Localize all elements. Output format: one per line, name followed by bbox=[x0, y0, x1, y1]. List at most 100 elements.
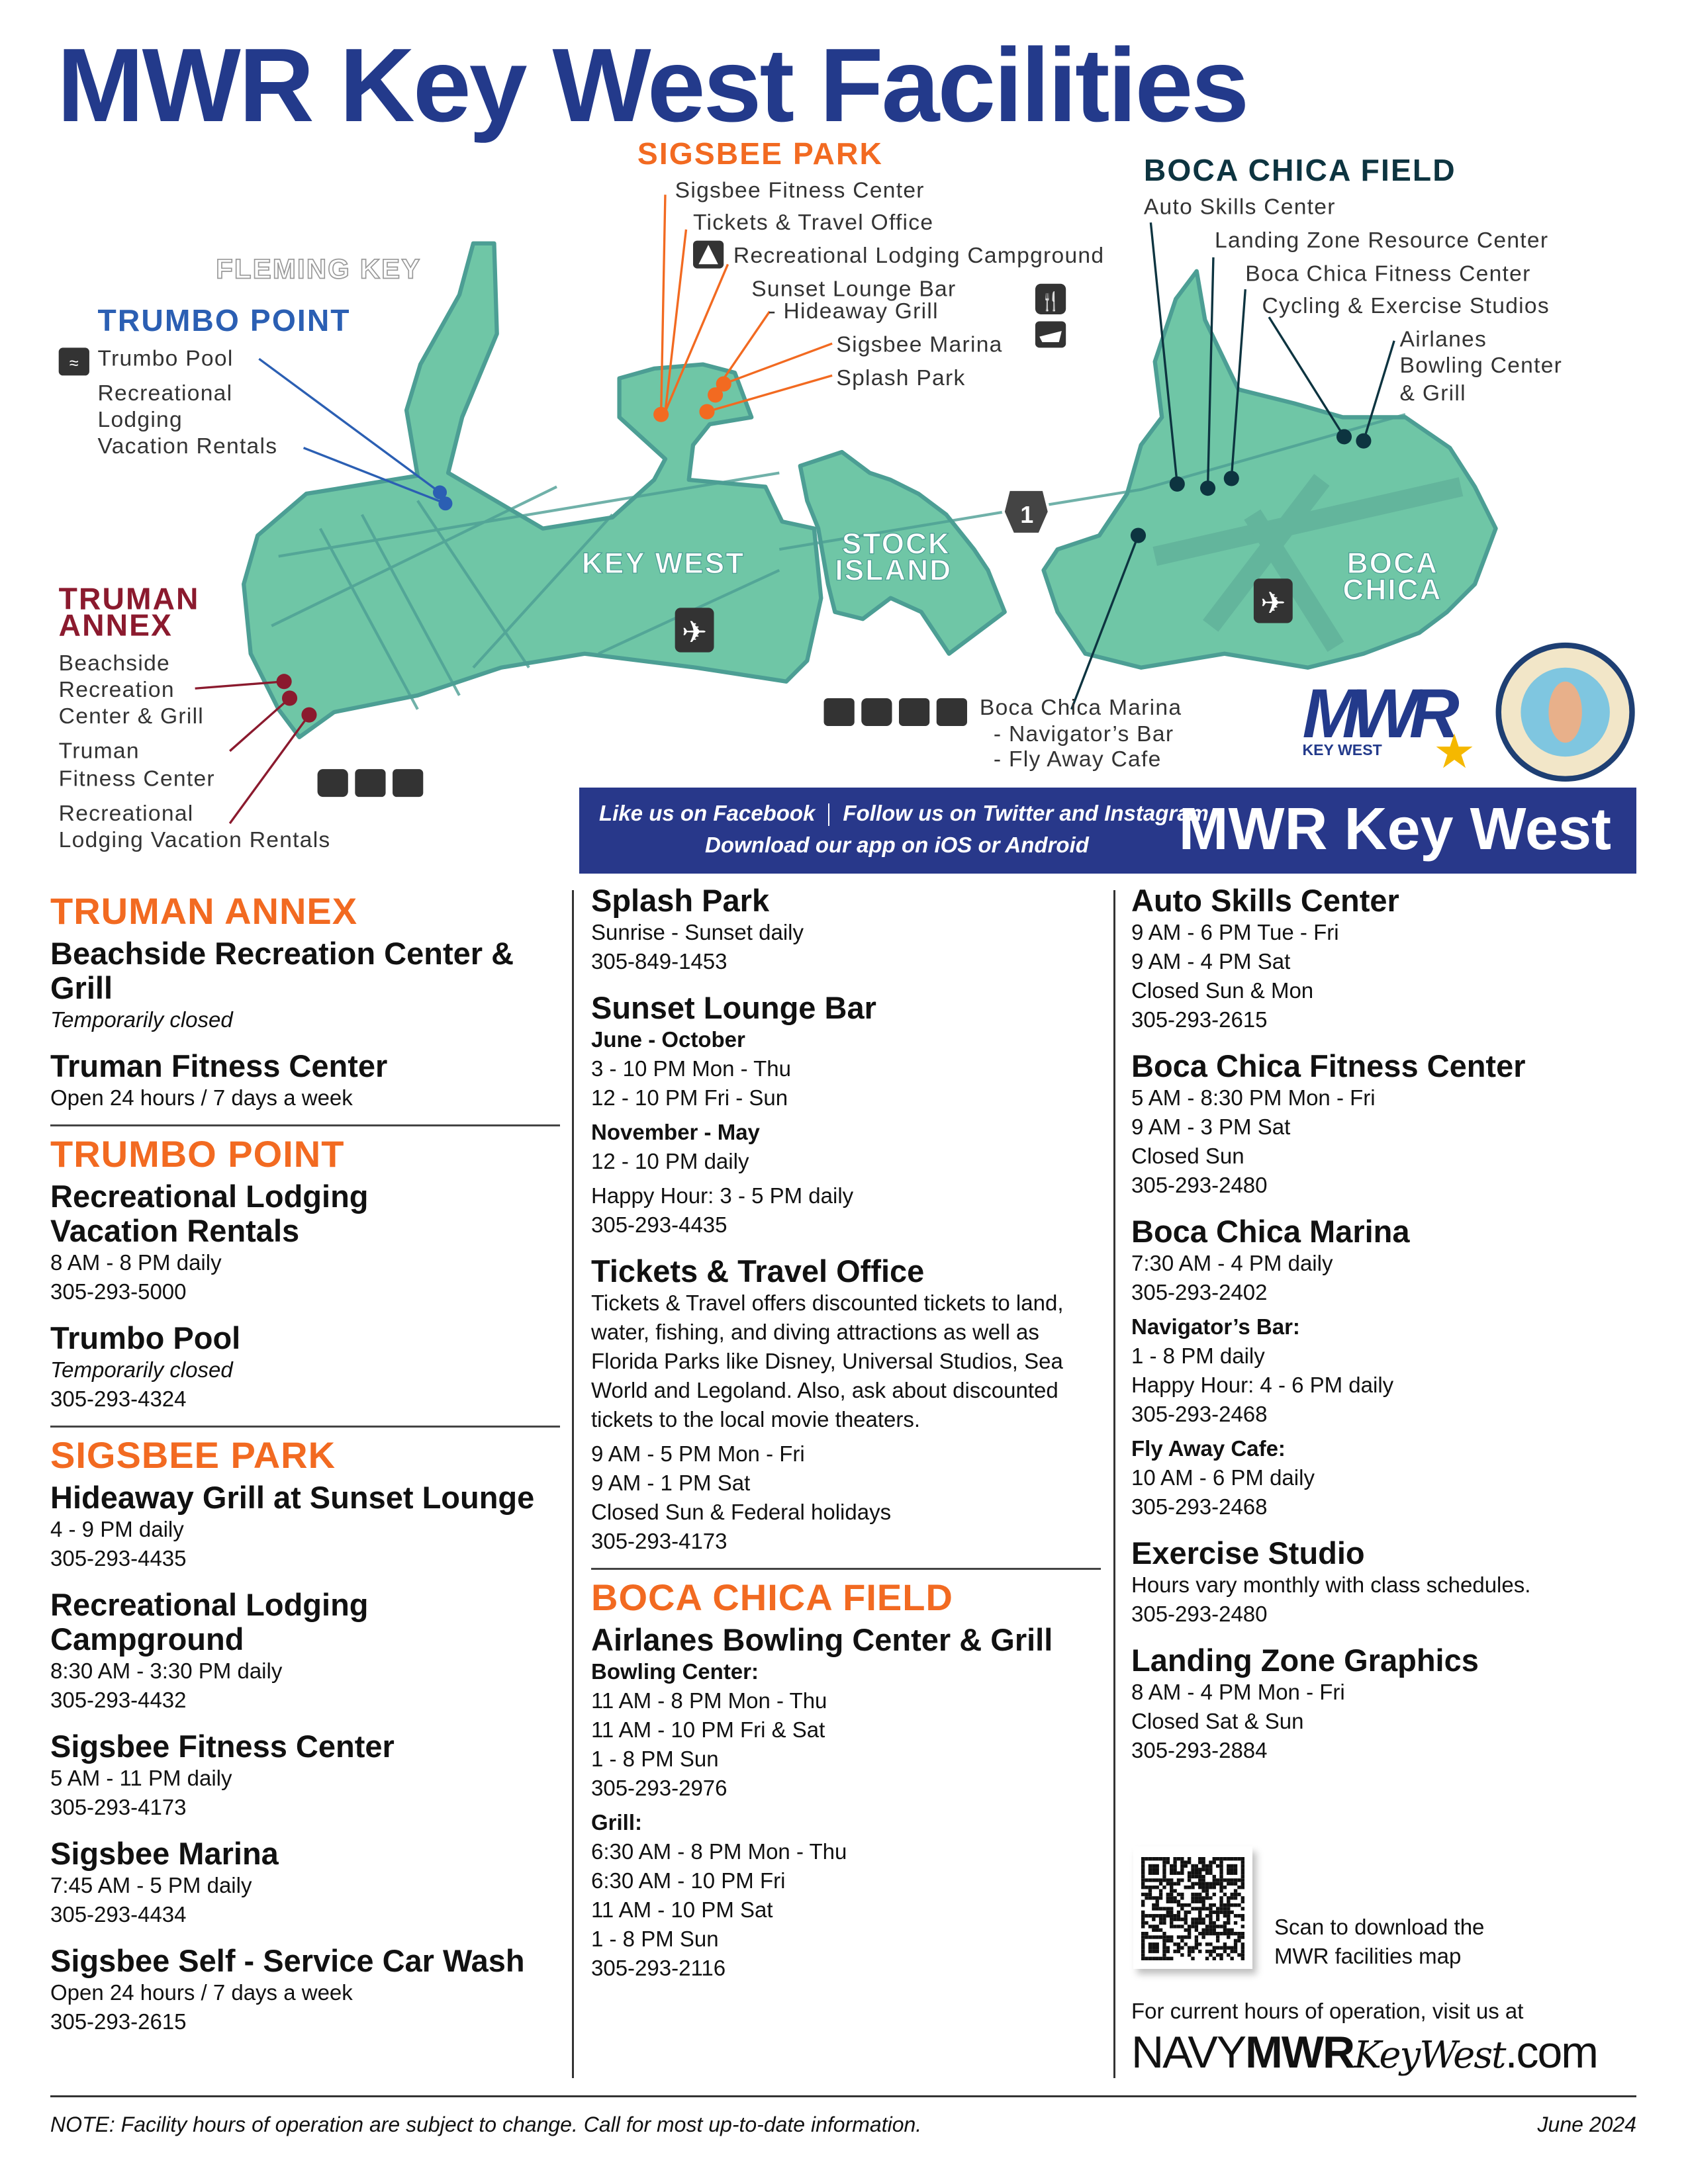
facility-name: Landing Zone Graphics bbox=[1131, 1643, 1479, 1678]
info-line: 9 AM - 5 PM Mon - Fri bbox=[591, 1441, 805, 1466]
fleming-key-label: FLEMING KEY bbox=[216, 253, 421, 284]
info-line: 8 AM - 8 PM daily bbox=[50, 1250, 222, 1275]
info-line: 305-293-2615 bbox=[50, 2009, 187, 2034]
route-1-shield: 1 bbox=[1002, 488, 1051, 536]
info-line: 9 AM - 6 PM Tue - Fri bbox=[1131, 920, 1339, 944]
section-heading: TRUMAN ANNEX bbox=[50, 890, 358, 932]
naval-air-station-seal bbox=[1495, 642, 1635, 782]
info-line: 9 AM - 3 PM Sat bbox=[1131, 1115, 1291, 1139]
key-west-label: KEY WEST bbox=[582, 547, 745, 580]
info-line: 8:30 AM - 3:30 PM daily bbox=[50, 1659, 283, 1683]
picnic-icon bbox=[393, 769, 424, 797]
subheading: Bowling Center: bbox=[591, 1659, 759, 1684]
info-line: 12 - 10 PM daily bbox=[591, 1149, 749, 1173]
facility-name: Trumbo Pool bbox=[50, 1320, 241, 1355]
sigsbee-park-heading: SIGSBEE PARK bbox=[637, 136, 883, 171]
info-line: 305-849-1453 bbox=[591, 949, 727, 974]
info-line: 305-293-4434 bbox=[50, 1902, 187, 1927]
stock-island bbox=[798, 449, 1007, 656]
info-line: 3 - 10 PM Mon - Thu bbox=[591, 1056, 792, 1081]
info-line: 305-293-2480 bbox=[1131, 1602, 1268, 1626]
info-line: 7:30 AM - 4 PM daily bbox=[1131, 1251, 1333, 1275]
footer-divider bbox=[50, 2095, 1636, 2097]
info-line: Sunrise - Sunset daily bbox=[591, 920, 804, 944]
location-markers bbox=[276, 376, 1372, 723]
info-line: 9 AM - 1 PM Sat bbox=[591, 1471, 751, 1495]
map-label: Splash Park bbox=[836, 366, 965, 390]
qr-code-pattern bbox=[1141, 1857, 1244, 1960]
info-line: 11 AM - 8 PM Mon - Thu bbox=[591, 1688, 827, 1713]
facebook-link[interactable]: Like us on Facebook bbox=[599, 801, 816, 825]
dining-icon: 🍴 bbox=[1035, 283, 1066, 314]
airport-icon: ✈ bbox=[675, 608, 714, 653]
twitter-instagram-link[interactable]: Follow us on Twitter and Instagram bbox=[843, 801, 1209, 825]
footer-date: June 2024 bbox=[1537, 2113, 1636, 2136]
facility-name: Sigsbee Fitness Center bbox=[50, 1729, 395, 1764]
truman-annex-heading-2: ANNEX bbox=[59, 608, 173, 642]
subheading: Grill: bbox=[591, 1810, 643, 1835]
info-line: 305-293-4173 bbox=[50, 1795, 187, 1819]
info-line: 305-293-2468 bbox=[1131, 1494, 1268, 1519]
website-link[interactable]: NAVYMWRKeyWest.com bbox=[1131, 2026, 1599, 2078]
facility-name: Recreational Lodging bbox=[50, 1179, 369, 1214]
map-label: Lodging Vacation Rentals bbox=[59, 828, 331, 852]
map-label: Recreational Lodging Campground bbox=[733, 244, 1104, 268]
status-text: Temporarily closed bbox=[50, 1007, 233, 1032]
facility-name: Airlanes Bowling Center & Grill bbox=[591, 1622, 1053, 1657]
info-line: 305-293-2884 bbox=[1131, 1738, 1268, 1762]
info-line: 5 AM - 11 PM daily bbox=[50, 1766, 232, 1790]
info-line: Closed Sun bbox=[1131, 1144, 1244, 1168]
route-number: 1 bbox=[1020, 502, 1033, 528]
mwr-logo: MWR KEY WEST ★ bbox=[1302, 675, 1476, 778]
facility-name: Exercise Studio bbox=[1131, 1535, 1365, 1570]
info-line: 305-293-2116 bbox=[591, 1956, 726, 1980]
map-label: Recreational bbox=[59, 801, 194, 826]
info-line: 305-293-2615 bbox=[1131, 1007, 1268, 1032]
facility-name: Boca Chica Marina bbox=[1131, 1214, 1410, 1249]
info-line: 305-293-4173 bbox=[591, 1529, 727, 1553]
pool-icon bbox=[355, 769, 386, 797]
facility-name: Tickets & Travel Office bbox=[591, 1253, 925, 1289]
visit-text: For current hours of operation, visit us… bbox=[1131, 1999, 1524, 2023]
info-line: 305-293-4432 bbox=[50, 1688, 187, 1712]
info-line: Florida Parks like Disney, Universal Stu… bbox=[591, 1349, 1063, 1373]
info-line: 305-293-2480 bbox=[1131, 1173, 1268, 1197]
info-line: 6:30 AM - 10 PM Fri bbox=[591, 1868, 786, 1893]
leader-lines bbox=[195, 195, 1395, 825]
section-divider bbox=[50, 1124, 560, 1126]
qr-caption-line: MWR facilities map bbox=[1274, 1944, 1462, 1968]
facility-name: Sigsbee Self - Service Car Wash bbox=[50, 1943, 525, 1978]
info-line: Open 24 hours / 7 days a week bbox=[50, 1980, 353, 2005]
info-line: 10 AM - 6 PM daily bbox=[1131, 1465, 1315, 1490]
qr-code[interactable] bbox=[1133, 1846, 1252, 1969]
url-part: .com bbox=[1505, 2027, 1599, 2077]
subheading: November - May bbox=[591, 1120, 760, 1144]
subheading: Fly Away Cafe: bbox=[1131, 1436, 1286, 1461]
stock-island-label-2: ISLAND bbox=[835, 554, 952, 586]
boca-chica-field-heading: BOCA CHICA FIELD bbox=[1144, 153, 1456, 187]
map-label: Vacation Rentals bbox=[98, 434, 278, 459]
info-line: 305-293-2976 bbox=[591, 1776, 727, 1800]
map-label: Sunset Lounge Bar bbox=[751, 277, 956, 302]
dining-icon bbox=[317, 769, 348, 797]
section-heading: TRUMBO POINT bbox=[50, 1133, 345, 1175]
amenity-icons bbox=[317, 698, 967, 797]
facility-name: Splash Park bbox=[591, 883, 770, 918]
stock-island-label-1: STOCK bbox=[842, 527, 951, 560]
svg-text:★: ★ bbox=[1433, 725, 1476, 778]
facility-name: Boca Chica Fitness Center bbox=[1131, 1048, 1526, 1083]
truman-annex-heading-1: TRUMAN bbox=[59, 581, 200, 615]
map-label: Recreation bbox=[59, 678, 175, 702]
map-label: Landing Zone Resource Center bbox=[1215, 228, 1548, 253]
map-label: Auto Skills Center bbox=[1144, 195, 1336, 220]
info-line: 8 AM - 4 PM Mon - Fri bbox=[1131, 1680, 1345, 1704]
app-download-link[interactable]: Download our app on iOS or Android bbox=[705, 833, 1089, 857]
column-divider bbox=[572, 890, 574, 2078]
info-line: 4 - 9 PM daily bbox=[50, 1517, 184, 1541]
map-label: Airlanes bbox=[1400, 327, 1487, 351]
info-line: 5 AM - 8:30 PM Mon - Fri bbox=[1131, 1085, 1376, 1110]
subheading: June - October bbox=[591, 1027, 745, 1052]
info-line: 305-293-4435 bbox=[591, 1212, 727, 1237]
